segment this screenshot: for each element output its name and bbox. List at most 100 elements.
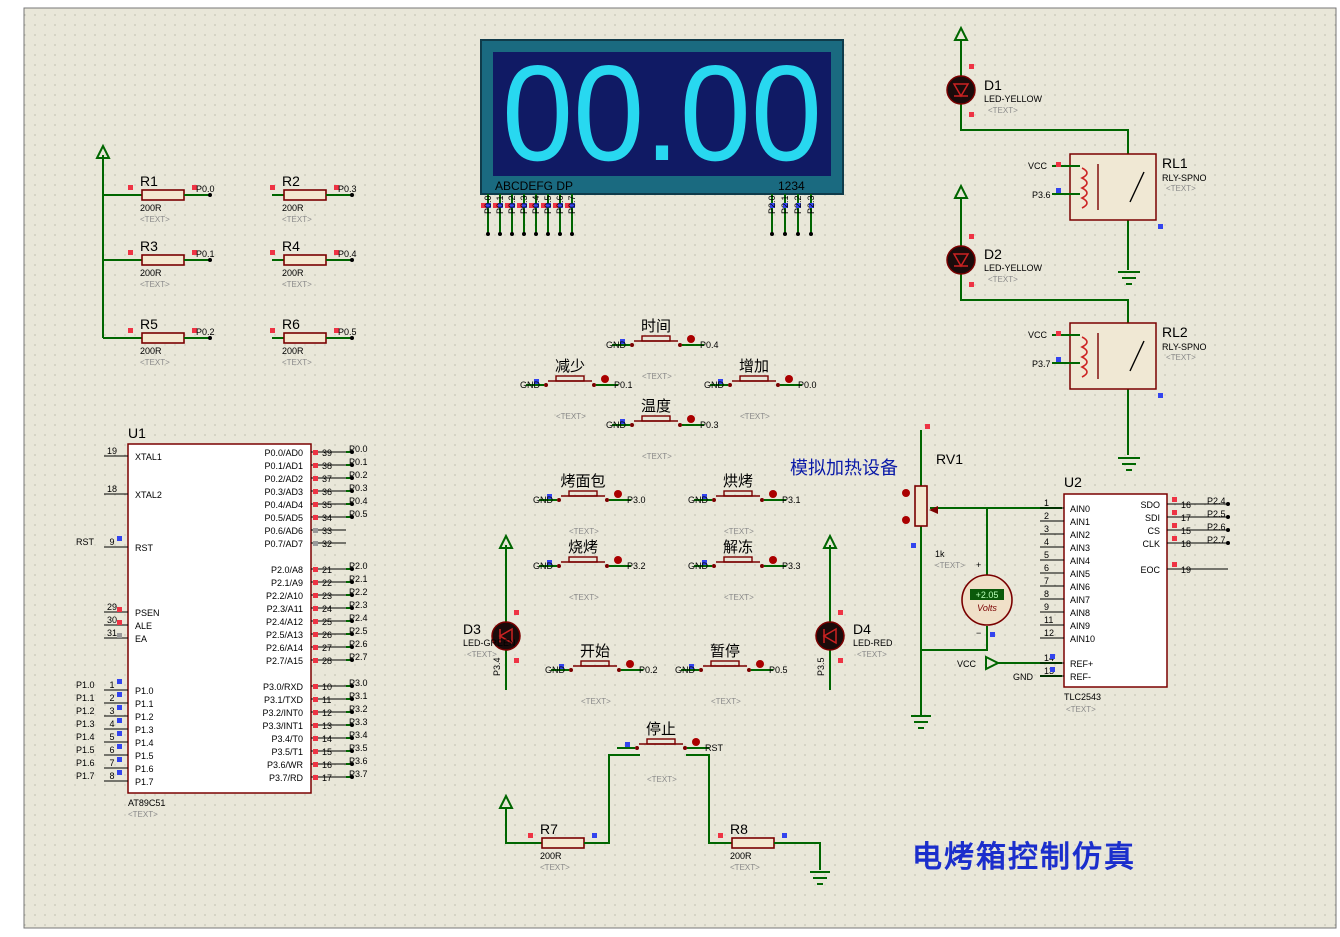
pin-marker [117,607,122,612]
pin-marker [313,515,318,520]
resistor-net: P0.5 [338,327,357,337]
pin-marker [783,203,788,208]
mcu-pin-name: P1.6 [135,764,154,774]
adc-tlc2543[interactable]: U2TLC2543<TEXT>1AIN02AIN13AIN24AIN35AIN4… [957,474,1230,714]
led-text: <TEXT> [857,650,887,659]
pin-marker [334,250,339,255]
pin-marker [969,64,974,69]
pin-marker [969,112,974,117]
pin-marker [911,543,916,548]
button-contact [728,383,732,387]
button-gnd-label: GND [533,495,554,505]
mcu-pin-name: P2.7/A15 [266,656,303,666]
led-body [946,245,976,275]
mcu-pin-name: P0.2/AD2 [264,474,303,484]
button-contact [557,498,561,502]
mcu-pin-name: P1.2 [135,712,154,722]
adc-pin-number: 14 [1044,653,1054,663]
mcu-pin-name: P0.0/AD0 [264,448,303,458]
mcu-pin-number: 22 [322,578,332,588]
pin-end [809,232,813,236]
mcu-ref: U1 [128,425,146,441]
adc-pin-number: 9 [1044,602,1049,612]
resistor-net: P0.0 [196,184,215,194]
pin-marker [1158,393,1163,398]
led-ref: D1 [984,77,1002,93]
pin-end [510,232,514,236]
mcu-pin-number: 5 [109,732,114,742]
button-net: P0.0 [798,380,817,390]
pin-end [522,232,526,236]
button-contact [605,498,609,502]
mcu-pin-name: P2.5/A13 [266,630,303,640]
pin-marker [313,567,318,572]
button-indicator [601,375,609,383]
mcu-pin-name: P1.3 [135,725,154,735]
mcu-pin-number: 36 [322,487,332,497]
mcu-pin-number: 32 [322,539,332,549]
pin-marker [702,560,707,565]
pin-marker [809,203,814,208]
led-body [815,621,845,651]
adc-pin-net: P2.7 [1207,535,1226,545]
resistor-ref: R6 [282,316,300,332]
mcu-part: AT89C51 [128,798,165,808]
mcu-pin-net: P3.0 [349,678,368,688]
mcu-pin-net: P3.7 [349,769,368,779]
mcu-pin-number: 37 [322,474,332,484]
display-dig-pin-label: P2.0 [767,195,777,214]
button-net: P3.1 [782,495,801,505]
pin-marker [517,203,522,208]
adc-pin-name: REF- [1070,672,1091,682]
mcu-at89c51[interactable]: U1 AT89C51 <TEXT> 19XTAL118XTAL29RSTRST2… [76,425,368,819]
mcu-pin-number: 18 [107,484,117,494]
mcu-pin-net: RST [76,537,95,547]
pin-end [350,489,354,493]
mcu-pin-number: 39 [322,448,332,458]
pin-marker [313,528,318,533]
pin-marker [270,328,275,333]
button-text: <TEXT> [724,593,754,602]
pin-marker [117,731,122,736]
adc-pin-net: GND [1013,672,1034,682]
mcu-pin-name: P0.4/AD4 [264,500,303,510]
led-diode [952,83,970,98]
button-indicator [614,556,622,564]
adc-pin-net: P2.6 [1207,522,1226,532]
mcu-body [127,443,312,794]
adc-part: TLC2543 [1064,692,1101,702]
led-net: P3.4 [492,657,502,676]
adc-pin-net: P2.4 [1207,496,1226,506]
pin-marker [313,775,318,780]
adc-pin-name: AIN4 [1070,556,1090,566]
